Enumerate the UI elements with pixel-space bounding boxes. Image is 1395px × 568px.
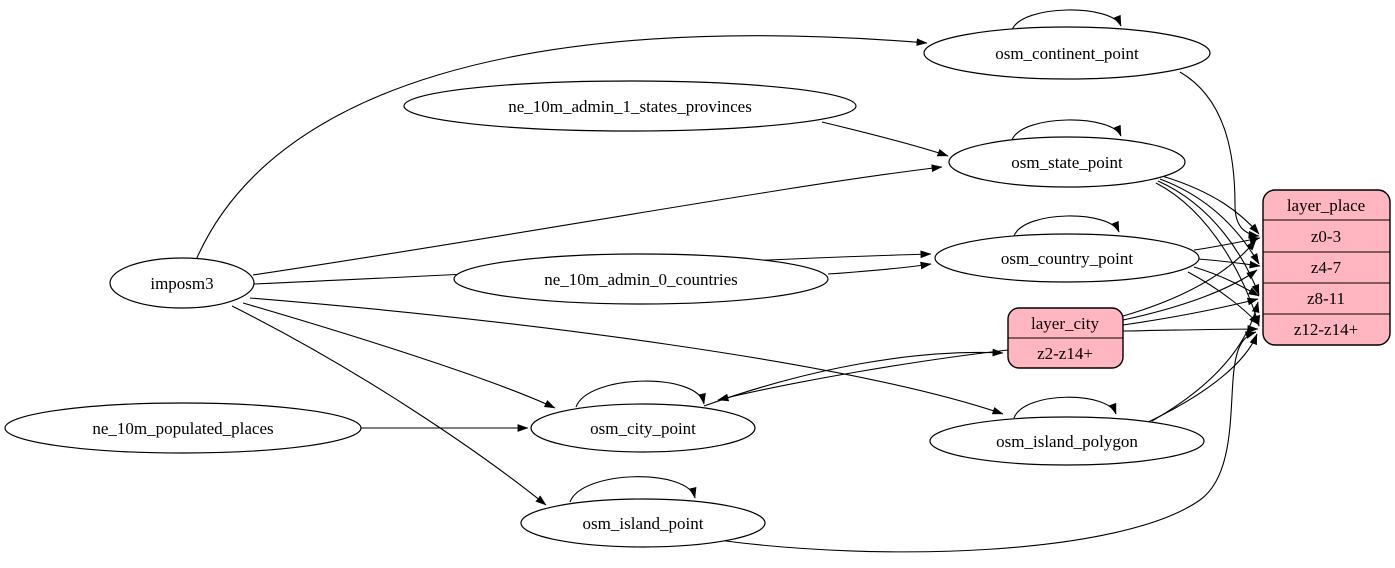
node-osm_island_polygon-label: osm_island_polygon (996, 432, 1138, 451)
edge-osm_state_point-layer_place-z8-11 (1157, 180, 1260, 296)
edge-imposm3-osm_island_polygon (249, 297, 1004, 415)
record-node-layer_city: layer_city z2-z14+ (1007, 307, 1124, 369)
node-osm_country_point-label: osm_country_point (1001, 249, 1133, 268)
record-layer_city-title: layer_city (1031, 314, 1099, 333)
self-loop-osm_country_point (1013, 215, 1120, 237)
edge-osm_country_point-layer_place-z4-7 (1197, 258, 1261, 269)
edge-osm_island_polygon-layer_place-z12-z14 (1143, 333, 1258, 425)
edge-layer_city-layer_place-z0-3 (1122, 239, 1257, 317)
node-osm_island_point-label: osm_island_point (583, 514, 704, 533)
self-loop-osm_state_point (1011, 119, 1122, 141)
edge-imposm3-osm_continent_point (195, 35, 928, 261)
record-layer_place-row-z8-11: z8-11 (1307, 289, 1345, 308)
edge-layer_city-layer_place-z12-z14 (1122, 325, 1259, 333)
self-loop-osm_island_polygon (1013, 396, 1117, 419)
node-osm_city_point-label: osm_city_point (590, 419, 696, 438)
node-osm_city_point: osm_city_point (530, 403, 756, 453)
edge-osm_country_point-layer_place-z0-3 (1193, 236, 1261, 251)
edge-osm_state_point-layer_place-z4-7 (1159, 178, 1260, 265)
node-osm_state_point-label: osm_state_point (1011, 153, 1123, 172)
record-layer_place-row-z0-3: z0-3 (1311, 227, 1341, 246)
edges (195, 9, 1261, 553)
edge-osm_state_point-layer_place-z0-3 (1161, 175, 1260, 235)
edge-layer_city-osm_city_point (717, 349, 1009, 402)
edge-imposm3-osm_state_point (252, 164, 943, 276)
edge-osm_island_point-layer_place-z12-z14 (717, 331, 1257, 553)
node-ne_10m_admin_1_states_provinces-label: ne_10m_admin_1_states_provinces (508, 97, 752, 116)
node-osm_state_point: osm_state_point (948, 136, 1186, 188)
edge-osm_city_point-layer_city-z2-z14 (703, 348, 1004, 407)
edge-imposm3-osm_city_point (242, 302, 556, 409)
node-osm_country_point: osm_country_point (934, 233, 1200, 283)
edge-osm_island_polygon-layer_place-z8-11 (1151, 301, 1260, 422)
edge-osm_country_point-layer_place-z8-11 (1193, 266, 1260, 297)
node-imposm3-label: imposm3 (150, 274, 213, 293)
node-ne_10m_populated_places: ne_10m_populated_places (4, 402, 362, 454)
edge-ne_10m_admin_1_states_provinces-osm_state_point (821, 121, 949, 157)
self-loop-osm_city_point (575, 380, 706, 408)
edge-imposm3-osm_island_point (231, 305, 547, 506)
node-osm_continent_point-label: osm_continent_point (995, 44, 1139, 63)
record-layer_place-row-z12-z14: z12-z14+ (1294, 320, 1358, 339)
record-layer_place-title: layer_place (1287, 196, 1365, 215)
self-loop-osm_island_point (569, 476, 697, 503)
node-ne_10m_populated_places-label: ne_10m_populated_places (92, 419, 273, 438)
table-nodes: imposm3 ne_10m_admin_1_states_provinces … (4, 26, 1211, 548)
record-layer_city-row-z2-z14: z2-z14+ (1037, 344, 1093, 363)
node-ne_10m_admin_0_countries: ne_10m_admin_0_countries (453, 253, 829, 305)
edge-ne_10m_admin_0_countries-osm_country_point (827, 261, 932, 275)
edge-osm_country_point-layer_place-z12-z14 (1187, 271, 1260, 326)
node-osm_island_polygon: osm_island_polygon (929, 416, 1205, 466)
node-osm_island_point: osm_island_point (520, 498, 766, 548)
edge-layer_city-layer_place-z8-11 (1122, 297, 1259, 326)
self-loop-osm_continent_point (1011, 9, 1122, 31)
record-layer_place-row-z4-7: z4-7 (1311, 258, 1342, 277)
edge-layer_city-layer_place-z4-7 (1122, 269, 1258, 321)
node-ne_10m_admin_0_countries-label: ne_10m_admin_0_countries (544, 270, 738, 289)
node-imposm3: imposm3 (109, 257, 255, 309)
node-osm_continent_point: osm_continent_point (923, 26, 1211, 80)
node-ne_10m_admin_1_states_provinces: ne_10m_admin_1_states_provinces (403, 80, 857, 132)
edge-osm_continent_point-layer_place-z0-3 (1179, 71, 1260, 239)
record-node-layer_place: layer_place z0-3 z4-7 z8-11 z12-z14+ (1262, 189, 1391, 346)
